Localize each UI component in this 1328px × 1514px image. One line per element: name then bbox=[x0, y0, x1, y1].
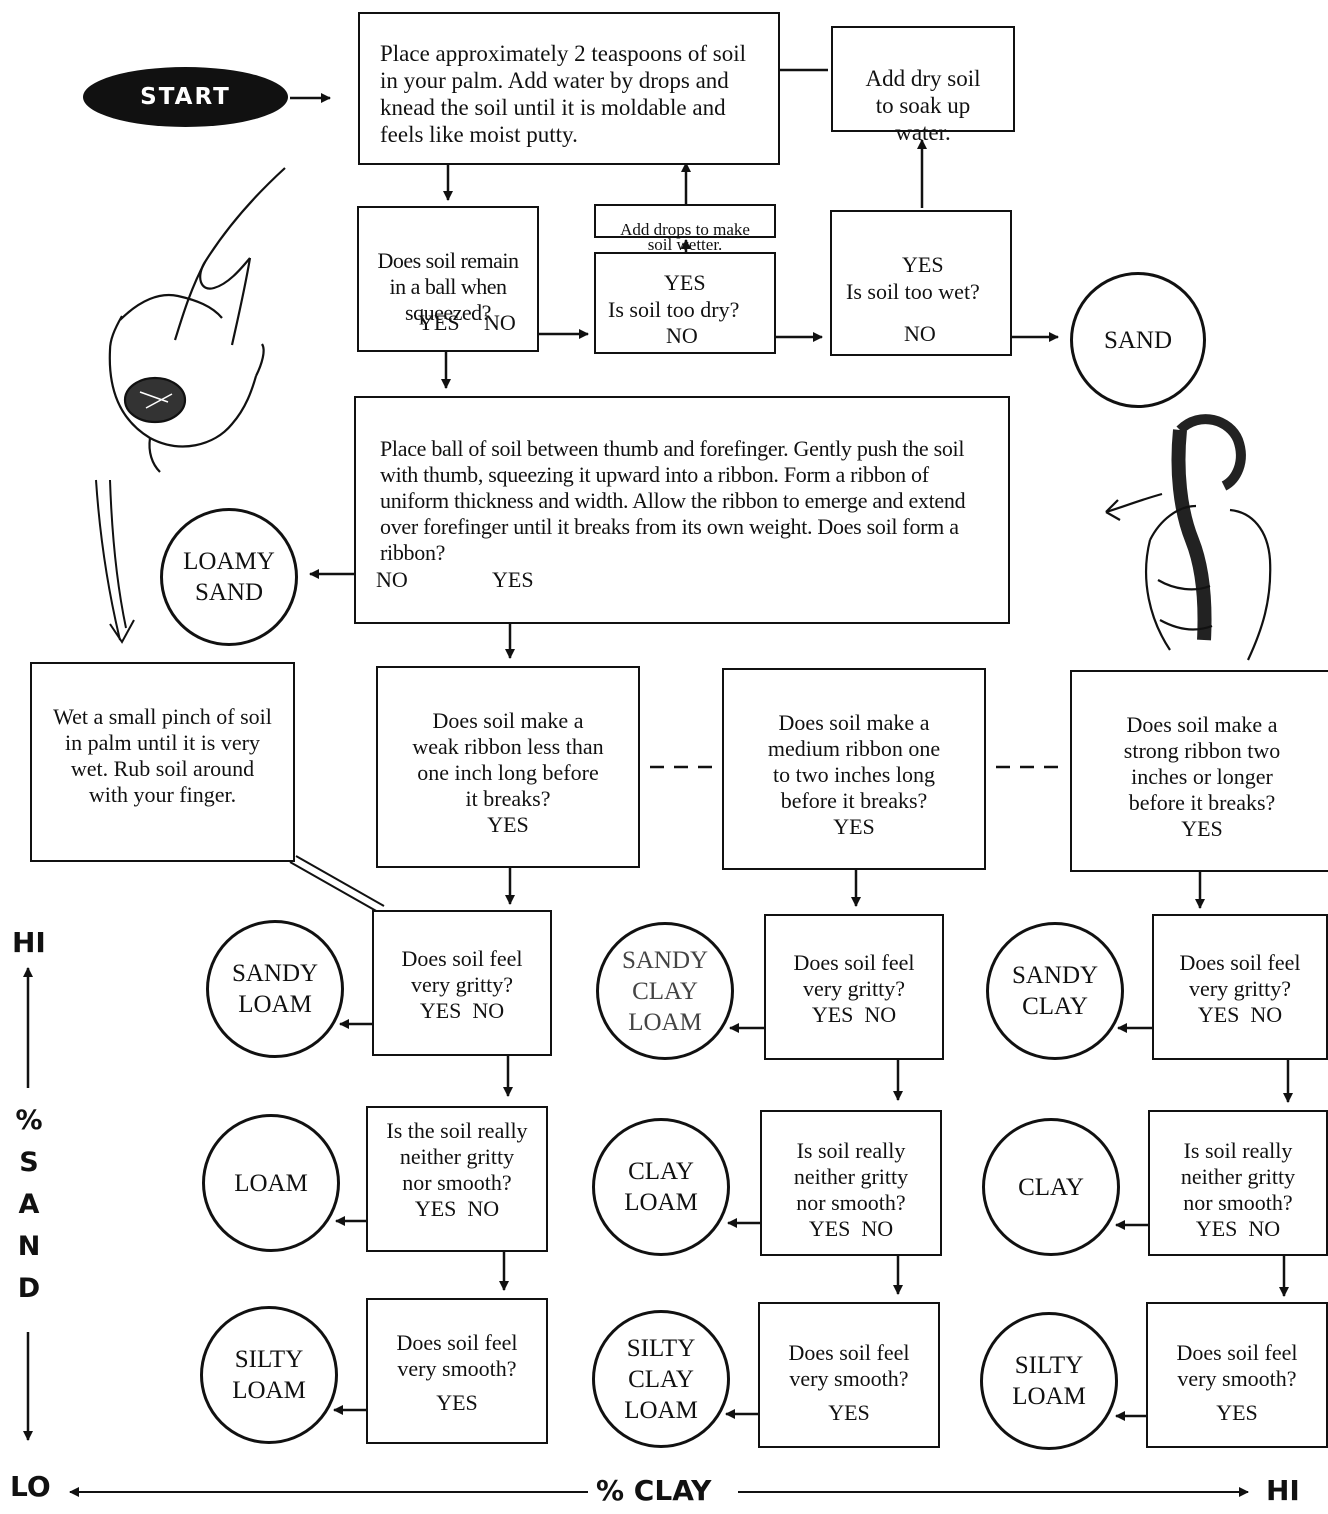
weak-ribbon-text: Does soil make a weak ribbon less than o… bbox=[412, 708, 604, 811]
wet-pinch-text: Wet a small pinch of soil in palm until … bbox=[53, 704, 272, 807]
sand-axis-label: % S A N D bbox=[15, 1105, 43, 1304]
ball-yes-label: YES bbox=[418, 310, 460, 335]
sand-label: SAND bbox=[1103, 326, 1173, 354]
too-wet-no-label: NO bbox=[904, 321, 936, 346]
c1-neither-box: Is the soil really neither gritty nor sm… bbox=[366, 1106, 548, 1252]
add-drops-text: Add drops to make soil wetter. bbox=[620, 220, 750, 254]
clay-axis-label: % CLAY bbox=[596, 1474, 712, 1507]
c3-smooth-box: Does soil feel very smooth? YES bbox=[1146, 1302, 1328, 1448]
medium-ribbon-box: Does soil make a medium ribbon one to tw… bbox=[722, 668, 986, 870]
add-dry-soil-text: Add dry soil to soak up water. bbox=[865, 66, 981, 145]
c2-gritty-text: Does soil feel very gritty? bbox=[793, 950, 915, 1001]
strong-ribbon-text: Does soil make a strong ribbon two inche… bbox=[1123, 712, 1281, 815]
clay-result: CLAY bbox=[982, 1118, 1120, 1256]
c2-gritty-answers: YES NO bbox=[811, 1002, 897, 1027]
c2-neither-text: Is soil really neither gritty nor smooth… bbox=[793, 1138, 909, 1215]
c3-neither-text: Is soil really neither gritty nor smooth… bbox=[1180, 1138, 1296, 1215]
loam-result: LOAM bbox=[202, 1114, 340, 1252]
sandy-clay-result: SANDY CLAY bbox=[986, 922, 1124, 1060]
loamy-sand-result: LOAMY SAND bbox=[160, 508, 298, 646]
hand-ribbon-illustration bbox=[1105, 414, 1272, 661]
sandy-clay-label: SANDY CLAY bbox=[1011, 962, 1099, 1020]
too-wet-question: Is soil too wet? bbox=[846, 279, 980, 304]
c3-neither-box: Is soil really neither gritty nor smooth… bbox=[1148, 1110, 1328, 1256]
callout-line-2 bbox=[295, 855, 385, 907]
ribbon-yes-label: YES bbox=[492, 567, 534, 592]
silty-clay-loam-label: SILTY CLAY LOAM bbox=[624, 1334, 698, 1424]
c2-neither-box: Is soil really neither gritty nor smooth… bbox=[760, 1110, 942, 1256]
loam-label: LOAM bbox=[234, 1169, 308, 1197]
silty-loam-label: SILTY LOAM bbox=[232, 1346, 306, 1404]
medium-ribbon-text: Does soil make a medium ribbon one to tw… bbox=[767, 710, 941, 813]
ball-no-label: NO bbox=[484, 310, 516, 335]
ribbon-instructions-text: Place ball of soil between thumb and for… bbox=[380, 436, 966, 565]
weak-ribbon-yes: YES bbox=[487, 812, 529, 837]
c2-neither-answers: YES NO bbox=[808, 1216, 894, 1241]
c2-smooth-text: Does soil feel very smooth? bbox=[788, 1340, 910, 1391]
ball-question-box: Does soil remain in a ball when squeezed… bbox=[357, 206, 539, 352]
strong-ribbon-yes: YES bbox=[1181, 816, 1223, 841]
sand-result: SAND bbox=[1070, 272, 1206, 408]
add-drops-box: Add drops to make soil wetter. bbox=[594, 204, 776, 253]
silty-clay-loam-result: SILTY CLAY LOAM bbox=[592, 1310, 730, 1448]
silty-loam-result: SILTY LOAM bbox=[200, 1306, 338, 1444]
clay-loam-result: CLAY LOAM bbox=[592, 1118, 730, 1256]
add-dry-soil-box: Add dry soil to soak up water. bbox=[831, 26, 1015, 145]
sandy-clay-loam-result: SANDY CLAY LOAM bbox=[596, 922, 734, 1060]
loamy-sand-label: LOAMY SAND bbox=[183, 548, 275, 606]
c3-smooth-answer: YES bbox=[1216, 1400, 1258, 1425]
silty-loam-2-label: SILTY LOAM bbox=[1012, 1352, 1086, 1410]
sandy-loam-result: SANDY LOAM bbox=[206, 920, 344, 1058]
c3-smooth-text: Does soil feel very smooth? bbox=[1176, 1340, 1298, 1391]
c1-gritty-box: Does soil feel very gritty? YES NO bbox=[372, 910, 552, 1056]
c1-neither-answers: YES NO bbox=[414, 1196, 500, 1221]
sand-axis-hi: HI bbox=[12, 926, 46, 959]
c1-smooth-answer: YES bbox=[436, 1390, 478, 1415]
ribbon-no-label: NO bbox=[376, 567, 408, 592]
too-wet-yes-label: YES bbox=[902, 252, 944, 277]
c1-smooth-box: Does soil feel very smooth? YES bbox=[366, 1298, 548, 1444]
too-wet-box bbox=[830, 210, 1012, 356]
c2-gritty-box: Does soil feel very gritty? YES NO bbox=[764, 914, 944, 1060]
c3-gritty-text: Does soil feel very gritty? bbox=[1179, 950, 1301, 1001]
clay-axis-hi: HI bbox=[1266, 1474, 1300, 1507]
c2-smooth-answer: YES bbox=[828, 1400, 870, 1425]
too-dry-box bbox=[594, 252, 776, 354]
c1-gritty-answers: YES NO bbox=[419, 998, 505, 1023]
place-soil-text: Place approximately 2 teaspoons of soil … bbox=[380, 41, 747, 147]
c1-neither-text: Is the soil really neither gritty nor sm… bbox=[386, 1118, 528, 1195]
sandy-loam-label: SANDY LOAM bbox=[231, 960, 319, 1018]
sandy-clay-loam-label: SANDY CLAY LOAM bbox=[621, 946, 709, 1036]
strong-ribbon-box: Does soil make a strong ribbon two inche… bbox=[1070, 670, 1328, 872]
ribbon-instructions-box: Place ball of soil between thumb and for… bbox=[354, 396, 1010, 624]
start-terminal: START bbox=[83, 67, 288, 127]
too-dry-question: Is soil too dry? bbox=[608, 297, 740, 322]
wet-pinch-box: Wet a small pinch of soil in palm until … bbox=[30, 662, 295, 862]
callout-line bbox=[289, 861, 379, 918]
too-dry-yes-label: YES bbox=[664, 270, 706, 295]
silty-loam-result-2: SILTY LOAM bbox=[980, 1312, 1118, 1450]
place-soil-box: Place approximately 2 teaspoons of soil … bbox=[358, 12, 780, 165]
medium-ribbon-yes: YES bbox=[833, 814, 875, 839]
clay-label: CLAY bbox=[1018, 1173, 1084, 1201]
hand-kneading-illustration bbox=[95, 167, 286, 644]
too-dry-no-label: NO bbox=[666, 323, 698, 348]
c3-gritty-answers: YES NO bbox=[1197, 1002, 1283, 1027]
weak-ribbon-box: Does soil make a weak ribbon less than o… bbox=[376, 666, 640, 868]
c3-gritty-box: Does soil feel very gritty? YES NO bbox=[1152, 914, 1328, 1060]
c2-smooth-box: Does soil feel very smooth? YES bbox=[758, 1302, 940, 1448]
clay-axis-lo: LO bbox=[10, 1470, 51, 1503]
clay-loam-label: CLAY LOAM bbox=[624, 1158, 698, 1216]
c3-neither-answers: YES NO bbox=[1195, 1216, 1281, 1241]
c1-gritty-text: Does soil feel very gritty? bbox=[401, 946, 523, 997]
c1-smooth-text: Does soil feel very smooth? bbox=[396, 1330, 518, 1381]
ball-question-text: Does soil remain in a ball when squeezed… bbox=[377, 248, 519, 325]
